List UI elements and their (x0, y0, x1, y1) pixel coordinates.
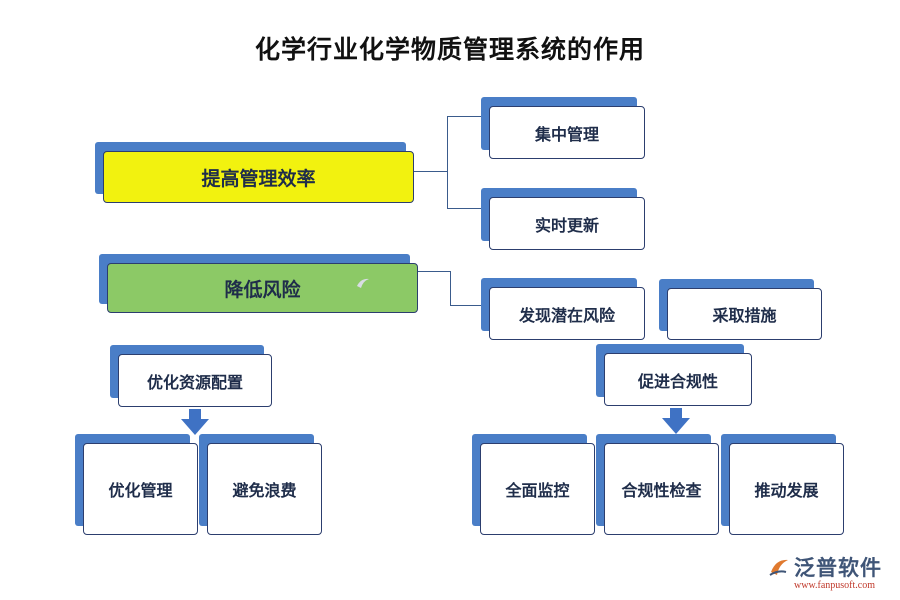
node-label: 提高管理效率 (103, 151, 414, 203)
arrow-stem-right (670, 408, 682, 418)
node-full-monitoring: 全面监控 (472, 434, 595, 535)
node-label: 推动发展 (729, 443, 844, 535)
node-avoid-waste: 避免浪费 (199, 434, 322, 535)
node-label: 优化管理 (83, 443, 198, 535)
node-centralized: 集中管理 (481, 97, 645, 159)
node-take-measures: 采取措施 (659, 279, 822, 340)
watermark (355, 276, 371, 290)
node-reduce-risk: 降低风险 (99, 254, 418, 313)
node-discover-risk: 发现潜在风险 (481, 278, 645, 340)
logo-url: www.fanpusoft.com (794, 580, 876, 591)
node-realtime-update: 实时更新 (481, 188, 645, 250)
connector-efficiency-v (447, 116, 448, 208)
diagram-title: 化学行业化学物质管理系统的作用 (254, 35, 645, 64)
connector-efficiency-h (414, 171, 447, 172)
node-label: 促进合规性 (604, 353, 752, 406)
connector-risk-v (450, 271, 451, 305)
node-drive-development: 推动发展 (721, 434, 844, 535)
connector-to-centralized (447, 116, 489, 117)
connector-to-realtime (447, 208, 489, 209)
node-label: 优化资源配置 (118, 354, 272, 407)
down-arrow-icon (662, 418, 690, 434)
node-label: 实时更新 (489, 197, 645, 250)
brand-logo: 泛普软件 www.fanpusoft.com (768, 552, 882, 591)
logo-swirl-icon (769, 559, 788, 576)
node-label: 发现潜在风险 (489, 287, 645, 340)
logo-name: 泛普软件 (794, 556, 882, 580)
down-arrow-icon (181, 419, 209, 435)
node-improve-efficiency: 提高管理效率 (95, 142, 414, 203)
arrow-stem-left (189, 409, 201, 419)
node-label: 集中管理 (489, 106, 645, 159)
node-promote-compliance: 促进合规性 (596, 344, 752, 406)
node-label: 避免浪费 (207, 443, 322, 535)
connector-to-discover (450, 305, 488, 306)
connector-risk-h (418, 271, 450, 272)
node-label: 合规性检查 (604, 443, 719, 535)
node-label: 采取措施 (667, 288, 822, 340)
logo-row: 泛普软件 (768, 552, 882, 582)
logo-swirl-icon (357, 278, 369, 288)
node-compliance-check: 合规性检查 (596, 434, 719, 535)
node-optimize-management: 优化管理 (75, 434, 198, 535)
node-label: 降低风险 (107, 263, 418, 313)
node-optimize-resources: 优化资源配置 (110, 345, 272, 407)
node-label: 全面监控 (480, 443, 595, 535)
